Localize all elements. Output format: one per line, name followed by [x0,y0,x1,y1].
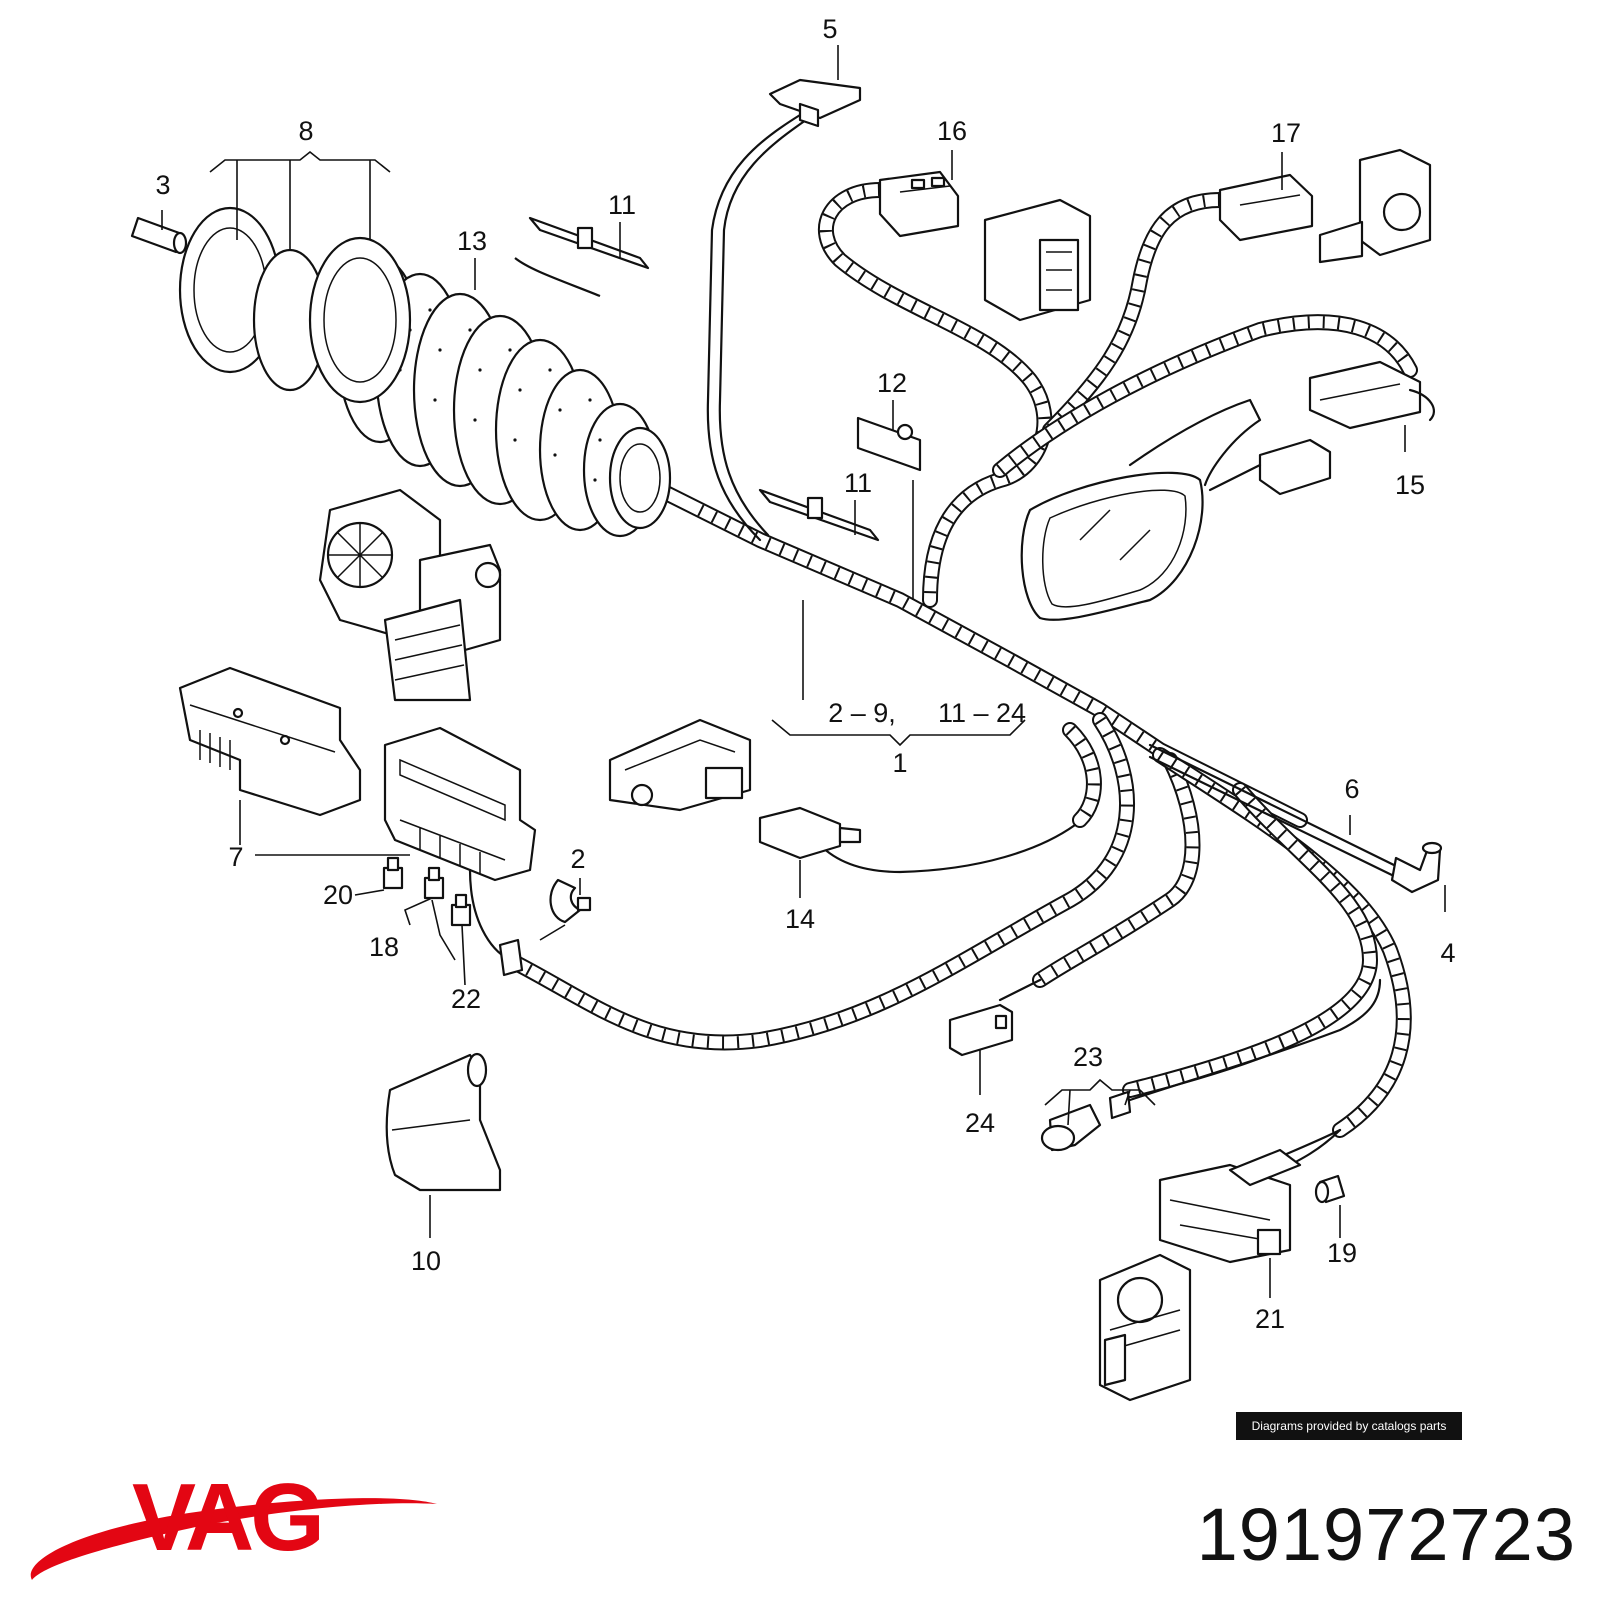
callout-range-11-24: 11 – 24 [938,698,1026,728]
callout-15: 15 [1395,470,1425,500]
mirror-motor [1098,1253,1192,1402]
callout-12: 12 [877,368,907,398]
callout-14: 14 [785,904,815,934]
callout-4: 4 [1440,938,1455,968]
branch-to-connector-5 [706,113,808,542]
flange-assembly-8 [178,206,412,404]
leader-lines [161,45,1446,1298]
window-motor [318,488,502,702]
callout-11-lower: 11 [844,468,872,498]
clip-11-upper [514,216,650,298]
connector-5 [768,78,862,128]
plug-19 [1314,1174,1346,1204]
callout-16: 16 [937,116,967,146]
callout-3: 3 [155,170,170,200]
callout-23: 23 [1073,1042,1103,1072]
cable-tie [498,938,524,977]
callout-8: 8 [298,116,313,146]
connector-16 [878,170,960,238]
callout-13: 13 [457,226,487,256]
plug-23 [1040,978,1382,1152]
clamp-2 [549,878,592,924]
plug-22 [450,893,472,927]
connector-15 [1308,360,1435,430]
connector-17 [1218,173,1314,242]
vag-logo: VAG [30,1464,437,1580]
callout-2: 2 [570,844,585,874]
relay-carrier-7 [178,666,362,817]
branch-lower-loop [502,712,1136,1051]
branch-to-connector-17 [1042,192,1228,438]
callout-1: 1 [892,748,907,778]
callout-21: 21 [1255,1304,1285,1334]
sleeve-3 [130,216,188,255]
callout-24: 24 [965,1108,995,1138]
connector-14 [758,806,862,860]
clip-11-lower [758,488,880,542]
callout-7: 7 [228,842,243,872]
elbow-fitting-4 [1390,841,1443,894]
callout-10: 10 [411,1246,441,1276]
part-number: 191972723 [1196,1493,1576,1576]
branch-to-connector-14 [818,722,1102,874]
clip-12 [856,416,922,472]
callout-18: 18 [369,932,399,962]
plug-20 [382,856,404,890]
branch-to-connector-21 [1122,747,1412,1177]
branch-to-connector-24 [998,752,1201,1002]
relay [983,198,1092,322]
callout-17: 17 [1271,118,1301,148]
watermark-text: Diagrams provided by catalogs parts [1251,1419,1447,1433]
callout-11-upper: 11 [608,190,636,220]
mirror-switch [1318,148,1432,264]
callout-22: 22 [451,984,481,1014]
callout-20: 20 [323,880,353,910]
wire-to-elbow-4 [1148,743,1402,880]
callout-range-2-9: 2 – 9, [828,698,896,728]
callout-6: 6 [1344,774,1359,804]
callout-5: 5 [822,14,837,44]
plug-18 [423,866,445,900]
connector-21 [1158,1148,1302,1264]
cover-10 [385,1052,502,1192]
branch-to-connector-16 [817,182,1053,608]
logo-swoosh [30,1498,437,1580]
branch-to-connector-15 [992,314,1418,478]
door-contact-switch [608,718,752,812]
logo-text: VAG [132,1464,321,1571]
callout-labels: 5 8 3 16 17 11 13 12 11 15 2 – 9, 11 – 2… [155,14,1455,1334]
mirror-connector [1208,438,1332,496]
watermark-banner: Diagrams provided by catalogs parts [1236,1412,1462,1440]
callout-19: 19 [1327,1238,1357,1268]
fuse-box [383,726,537,882]
side-mirror [1020,398,1262,621]
connector-24 [948,1003,1014,1057]
